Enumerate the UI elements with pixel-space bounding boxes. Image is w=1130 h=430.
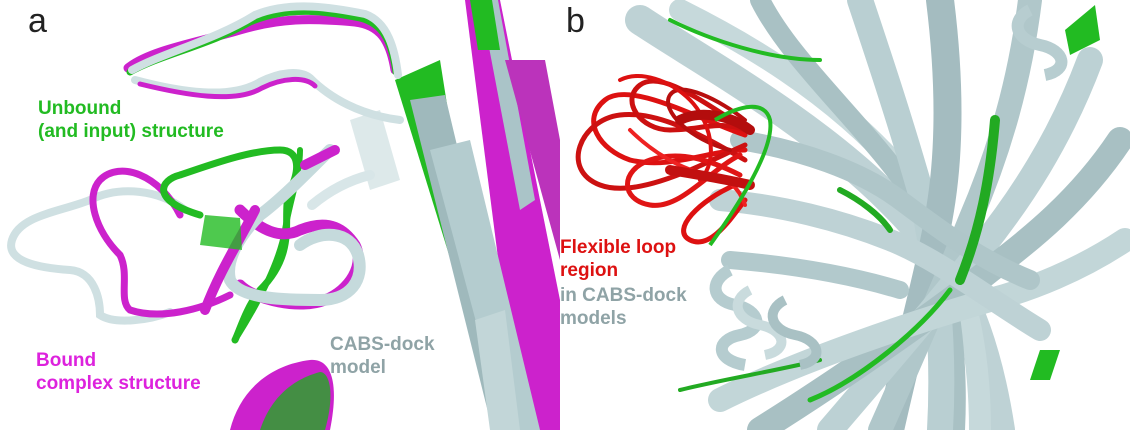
helix-bundles <box>709 4 1068 371</box>
bound-structure-label: Bound complex structure <box>36 349 201 395</box>
panel-letter-a: a <box>28 2 47 40</box>
bound-label-line1: Bound <box>36 350 97 371</box>
model-label-line2: model <box>330 357 386 378</box>
panel-letter-b: b <box>566 2 585 40</box>
models-label-line2: models <box>560 308 627 329</box>
binding-loops <box>7 144 375 344</box>
cabs-dock-models-label: in CABS-dock models <box>560 284 687 330</box>
bottom-strand <box>230 359 334 430</box>
flexible-loop-cluster <box>575 74 755 245</box>
top-loops <box>123 2 404 124</box>
beta-sheet-strands <box>350 0 560 430</box>
loop-label-line1: Flexible loop <box>560 237 677 258</box>
flexible-loop-label: Flexible loop region <box>560 236 676 282</box>
unbound-label-line2: (and input) structure <box>38 121 224 142</box>
cabs-dock-model-label: CABS-dock model <box>330 333 435 379</box>
panel-a: a Unbound (and input) structure Bound co… <box>0 0 560 430</box>
panel-b: b Flexible loop region in CABS-dock mode… <box>560 0 1130 430</box>
unbound-structure-label: Unbound (and input) structure <box>38 97 224 143</box>
model-label-line1: CABS-dock <box>330 334 435 355</box>
panel-a-structure-render <box>7 0 560 430</box>
unbound-label-line1: Unbound <box>38 98 122 119</box>
models-label-line1: in CABS-dock <box>560 285 687 306</box>
bound-label-line2: complex structure <box>36 373 201 394</box>
loop-label-line2: region <box>560 260 619 281</box>
panel-b-structure-render <box>575 0 1130 430</box>
unbound-loop <box>708 104 773 247</box>
